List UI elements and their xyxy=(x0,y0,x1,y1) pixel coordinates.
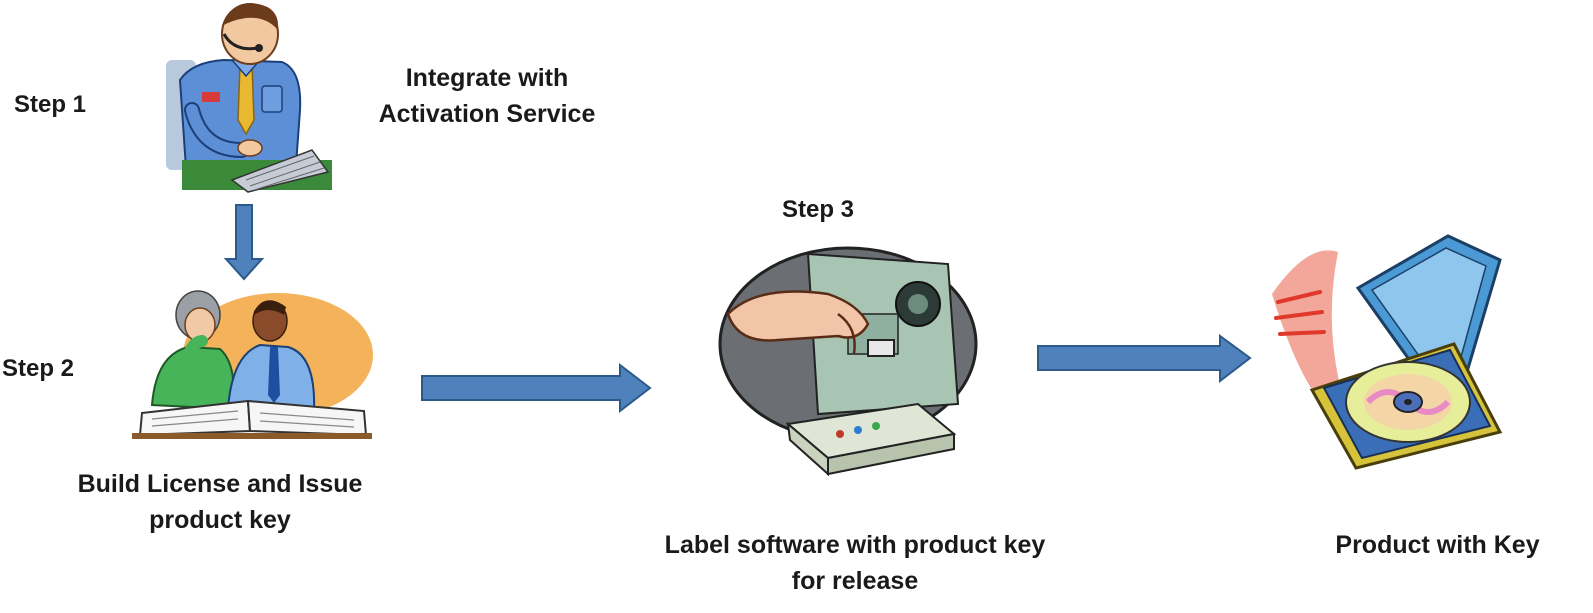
step-2-caption: Build License and Issue product key xyxy=(40,466,400,539)
step-3-caption-line2: for release xyxy=(791,567,919,596)
step-1-caption-line2: Activation Service xyxy=(378,100,596,129)
final-caption: Product with Key xyxy=(1335,531,1540,559)
down-arrow xyxy=(222,203,266,281)
step-3-caption-line1: Label software with product key xyxy=(664,531,1046,559)
cd-case-icon xyxy=(1268,232,1518,470)
step-3-caption: Label software with product key for rele… xyxy=(610,527,1100,600)
step-1-caption: Integrate with Activation Service xyxy=(352,60,622,133)
developer-at-keyboard-icon xyxy=(162,0,332,195)
right-arrow-to-product xyxy=(1036,334,1254,386)
step-2-label: Step 2 xyxy=(2,355,75,382)
hand-inserting-component-icon xyxy=(718,244,980,479)
step-1-label: Step 1 xyxy=(14,91,87,118)
step-1-caption-line1: Integrate with xyxy=(405,64,569,92)
step-2-caption-line2: product key xyxy=(149,506,291,535)
step-3-label: Step 3 xyxy=(782,196,855,223)
right-arrow-to-step-3 xyxy=(420,362,654,414)
team-reviewing-document-icon xyxy=(128,285,378,440)
step-2-caption-line1: Build License and Issue xyxy=(77,470,363,498)
